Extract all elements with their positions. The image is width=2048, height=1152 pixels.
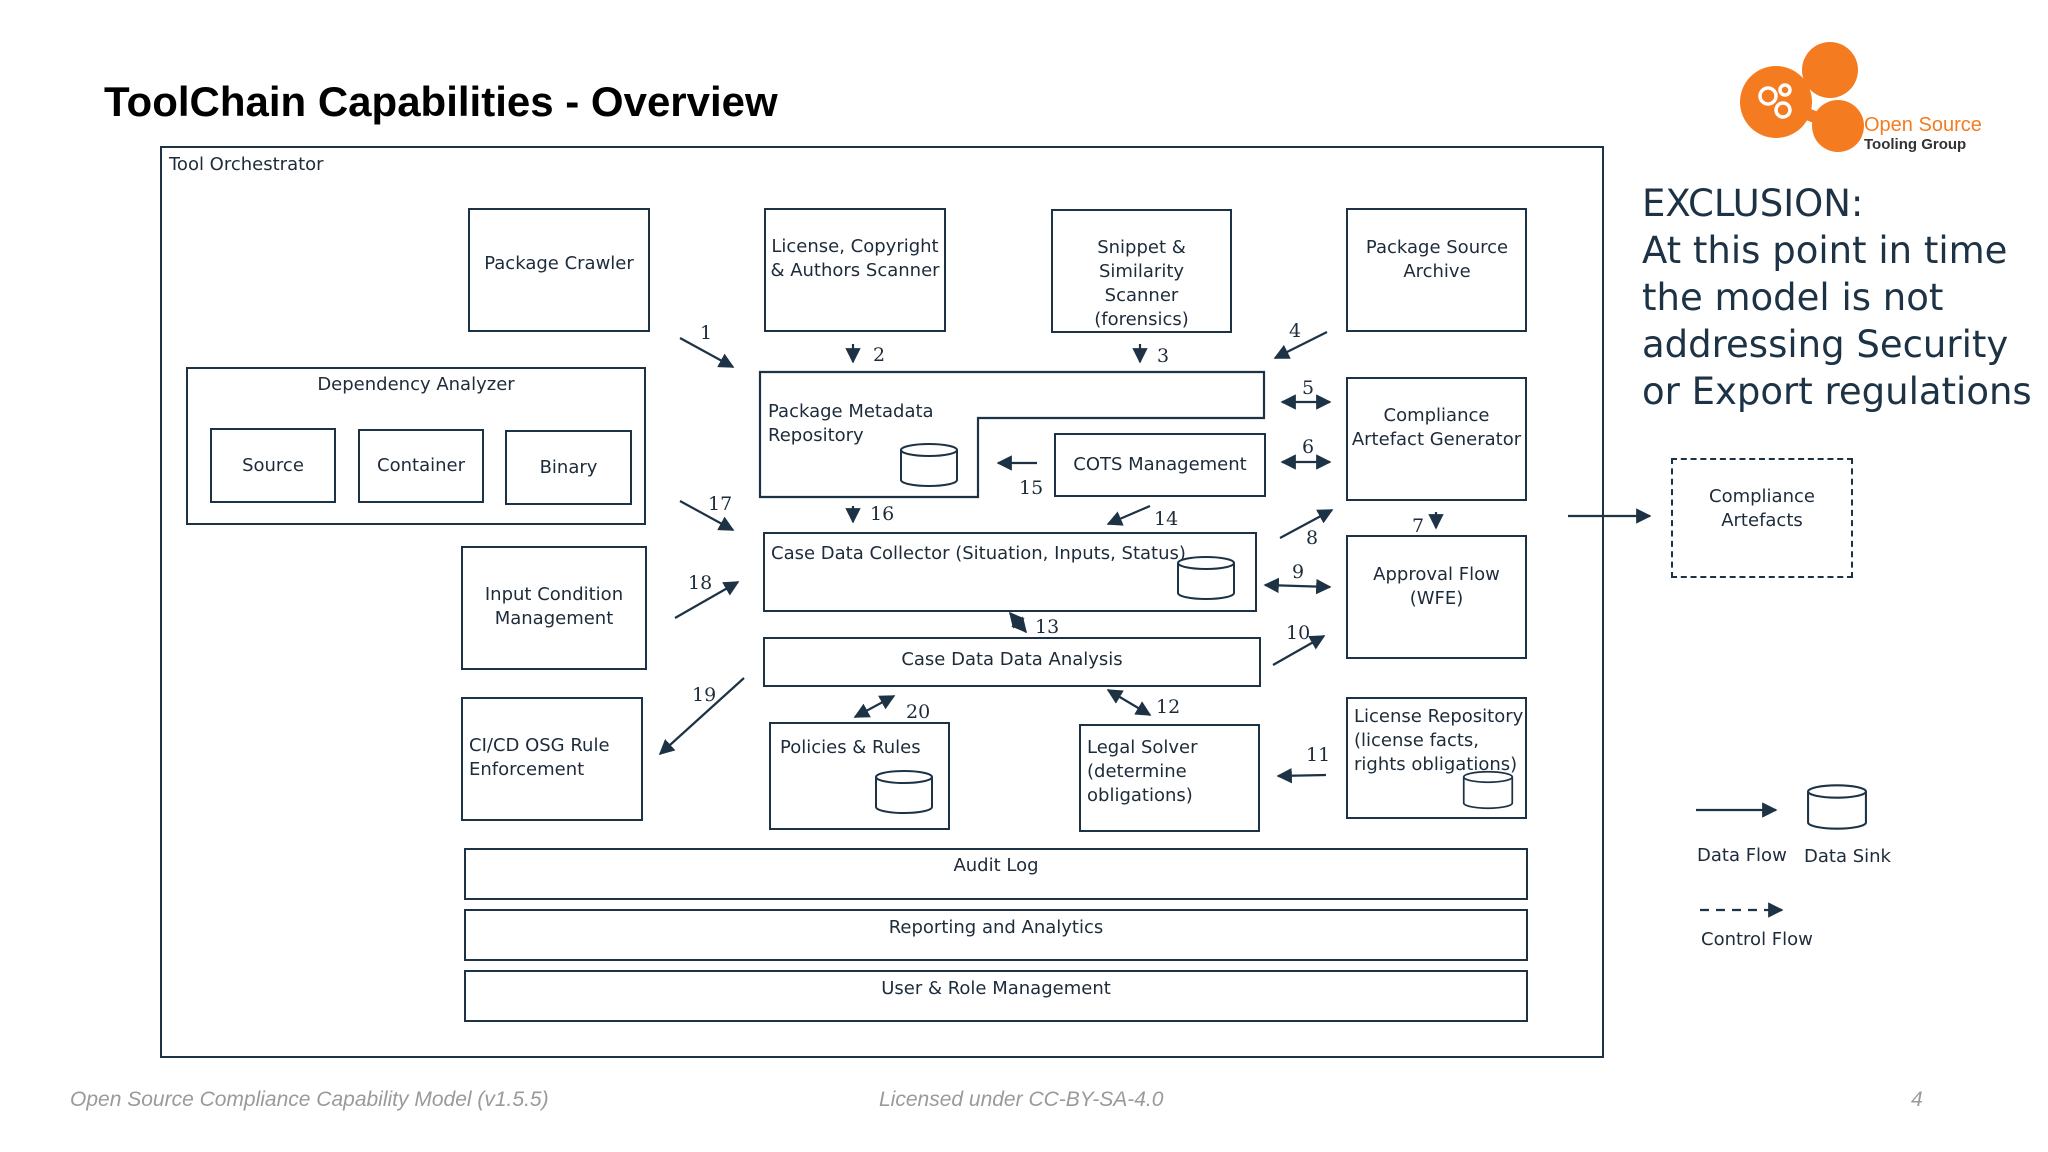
package-metadata-repository-label: Package Metadata Repository bbox=[768, 401, 934, 446]
flow-number-3: 3 bbox=[1157, 345, 1170, 367]
package-source-archive-box bbox=[1346, 208, 1527, 332]
license-scanner-box bbox=[764, 208, 946, 332]
user-role-management-label: User & Role Management bbox=[881, 978, 1111, 999]
flow-number-8: 8 bbox=[1306, 527, 1319, 549]
legend-data-sink-label: Data Sink bbox=[1804, 846, 1891, 867]
database-icon bbox=[1462, 770, 1514, 810]
dep-binary-label: Binary bbox=[539, 457, 598, 478]
flow-number-11: 11 bbox=[1306, 744, 1331, 766]
flow-number-4: 4 bbox=[1289, 320, 1302, 342]
legal-solver-label: Legal Solver (determine obligations) bbox=[1087, 737, 1198, 806]
flow-number-15: 15 bbox=[1019, 477, 1044, 499]
input-condition-management-box bbox=[461, 546, 647, 670]
package-metadata-repository-box bbox=[758, 370, 1266, 499]
flow-arrow-18 bbox=[674, 581, 740, 619]
compliance-artefact-generator-label: Compliance Artefact Generator bbox=[1351, 405, 1522, 450]
footer-model-version: Open Source Compliance Capability Model … bbox=[70, 1088, 549, 1111]
case-data-analysis-box bbox=[763, 637, 1261, 687]
case-data-collector-box bbox=[763, 532, 1257, 612]
reporting-analytics-label: Reporting and Analytics bbox=[888, 917, 1104, 938]
reporting-analytics-box bbox=[464, 909, 1528, 961]
exclusion-note: EXCLUSION: At this point in time the mod… bbox=[1642, 180, 2042, 415]
dep-binary-box bbox=[505, 430, 632, 505]
flow-number-14: 14 bbox=[1154, 508, 1179, 530]
flow-arrow-11 bbox=[1276, 768, 1327, 784]
case-data-analysis-label: Case Data Data Analysis bbox=[901, 649, 1123, 670]
flow-number-5: 5 bbox=[1302, 377, 1315, 399]
dep-source-label: Source bbox=[242, 455, 304, 476]
package-crawler-box bbox=[468, 208, 650, 332]
input-condition-management-label: Input Condition Management bbox=[484, 584, 624, 629]
policies-rules-label: Policies & Rules bbox=[780, 737, 921, 758]
flow-number-2: 2 bbox=[873, 344, 886, 366]
user-role-management-box bbox=[464, 970, 1528, 1022]
database-icon bbox=[900, 443, 958, 487]
case-data-collector-label: Case Data Collector (Situation, Inputs, … bbox=[771, 543, 1186, 564]
flow-number-7: 7 bbox=[1412, 515, 1425, 537]
footer-license: Licensed under CC-BY-SA-4.0 bbox=[879, 1088, 1164, 1111]
flow-number-6: 6 bbox=[1302, 436, 1315, 458]
flow-arrow-20 bbox=[853, 695, 896, 718]
cots-management-box bbox=[1054, 433, 1266, 497]
compliance-artefacts-label: Compliance Artefacts bbox=[1709, 486, 1815, 531]
logo-text-line2: Tooling Group bbox=[1864, 136, 1967, 153]
dep-source-box bbox=[210, 428, 336, 503]
approval-flow-box bbox=[1346, 535, 1527, 659]
tool-orchestrator-label: Tool Orchestrator bbox=[169, 154, 324, 175]
flow-number-10: 10 bbox=[1286, 622, 1311, 644]
flow-arrow-8 bbox=[1279, 509, 1334, 539]
flow-arrow-14 bbox=[1106, 504, 1151, 526]
flow-number-18: 18 bbox=[688, 572, 713, 594]
legend-data-sink-icon bbox=[1807, 784, 1867, 830]
compliance-artefact-generator-box bbox=[1346, 377, 1527, 501]
cicd-enforcement-box bbox=[461, 697, 643, 821]
package-crawler-label: Package Crawler bbox=[484, 253, 634, 274]
page-number: 4 bbox=[1911, 1088, 1923, 1111]
license-repository-label: License Repository (license facts, right… bbox=[1354, 706, 1524, 775]
flow-number-12: 12 bbox=[1156, 696, 1181, 718]
flow-number-19: 19 bbox=[692, 684, 717, 706]
logo-text-line1: Open Source bbox=[1864, 114, 1982, 136]
flow-number-17: 17 bbox=[708, 493, 733, 515]
legend-data-flow-label: Data Flow bbox=[1697, 845, 1787, 866]
package-source-archive-label: Package Source Archive bbox=[1365, 237, 1509, 282]
logo: Open Source Tooling Group bbox=[1738, 40, 1988, 155]
exclusion-text: At this point in time the model is not a… bbox=[1642, 229, 2032, 413]
flow-arrow-17 bbox=[679, 500, 735, 531]
database-icon bbox=[1177, 556, 1235, 600]
flow-arrow-10 bbox=[1272, 635, 1326, 666]
flow-arrow-13 bbox=[1009, 611, 1027, 634]
tool-orchestrator bbox=[160, 146, 1604, 1058]
cots-management-label: COTS Management bbox=[1073, 454, 1247, 475]
compliance-artefacts-box bbox=[1671, 458, 1853, 578]
flow-number-9: 9 bbox=[1292, 561, 1305, 583]
flow-arrow-12 bbox=[1106, 689, 1152, 716]
legal-solver-box bbox=[1079, 724, 1260, 832]
flow-arrow-4 bbox=[1273, 331, 1328, 359]
flow-arrow-9 bbox=[1263, 577, 1332, 595]
snippet-scanner-box bbox=[1051, 209, 1232, 333]
slide-title: ToolChain Capabilities - Overview bbox=[104, 78, 778, 125]
audit-log-label: Audit Log bbox=[953, 855, 1039, 876]
flow-number-13: 13 bbox=[1035, 616, 1060, 638]
approval-flow-label: Approval Flow (WFE) bbox=[1373, 564, 1500, 609]
cicd-enforcement-label: CI/CD OSG Rule Enforcement bbox=[469, 735, 610, 780]
logo-graphic bbox=[1740, 42, 1864, 152]
dep-container-label: Container bbox=[377, 455, 465, 476]
exclusion-heading: EXCLUSION: bbox=[1642, 182, 1864, 225]
flow-arrow-19 bbox=[658, 677, 745, 756]
legend-control-flow-label: Control Flow bbox=[1701, 929, 1813, 950]
database-icon bbox=[875, 770, 933, 814]
dependency-analyzer-label: Dependency Analyzer bbox=[317, 374, 515, 395]
dep-container-box bbox=[358, 429, 484, 503]
license-scanner-label: License, Copyright & Authors Scanner bbox=[770, 236, 940, 281]
audit-log-box bbox=[464, 848, 1528, 900]
flow-number-1: 1 bbox=[700, 322, 713, 344]
flow-number-20: 20 bbox=[906, 701, 931, 723]
flow-arrow-1 bbox=[679, 337, 735, 368]
snippet-scanner-label: Snippet & Similarity Scanner (forensics) bbox=[1094, 237, 1189, 330]
flow-number-16: 16 bbox=[870, 503, 895, 525]
